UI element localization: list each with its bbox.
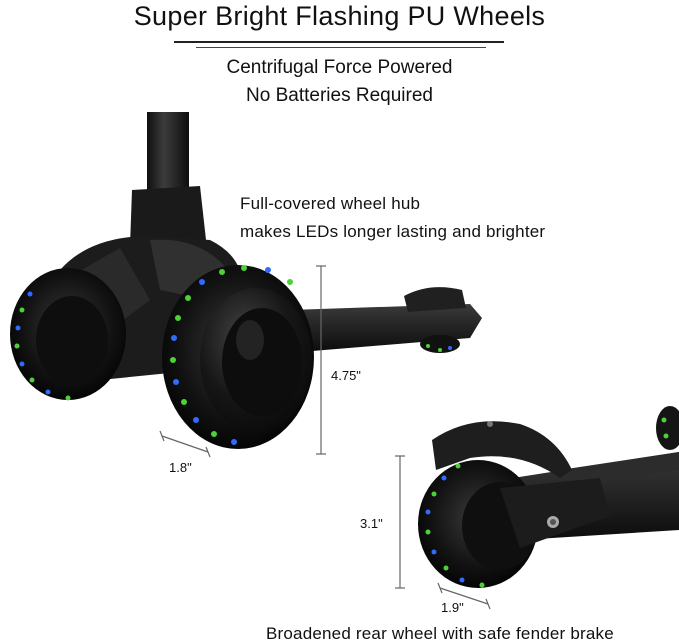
headline-underline-secondary: [196, 47, 486, 48]
front-width-label: 1.8": [169, 460, 192, 475]
front-height-label: 4.75": [331, 368, 361, 383]
rear-wheel-leds: [425, 463, 485, 588]
left-wheel-leds: [14, 291, 71, 401]
rear-width-label: 1.9": [441, 600, 464, 615]
front-width-dimension: [159, 430, 211, 458]
rear-width-dimension: [437, 582, 491, 610]
rear-fender: [404, 287, 466, 312]
headline-underline: [174, 41, 504, 43]
rear-scooter: [418, 406, 679, 588]
subtitle-line-1: Centrifugal Force Powered: [226, 57, 453, 78]
subtitle-line-2: No Batteries Required: [246, 85, 433, 106]
hub-callout-line-1: Full-covered wheel hub: [240, 194, 421, 213]
fender-brake: [432, 421, 572, 478]
headline: Super Bright Flashing PU Wheels: [133, 1, 546, 31]
rear-height-dimension: [395, 455, 405, 589]
right-wheel-leds: [170, 265, 293, 445]
hub-callout-line-2: makes LEDs longer lasting and brighter: [240, 222, 546, 241]
front-height-dimension: [316, 265, 326, 455]
rear-height-label: 3.1": [360, 516, 383, 531]
front-scooter: [10, 112, 482, 449]
rear-wheel-caption: Broadened rear wheel with safe fender br…: [266, 624, 614, 643]
pole-collar: [130, 186, 206, 246]
